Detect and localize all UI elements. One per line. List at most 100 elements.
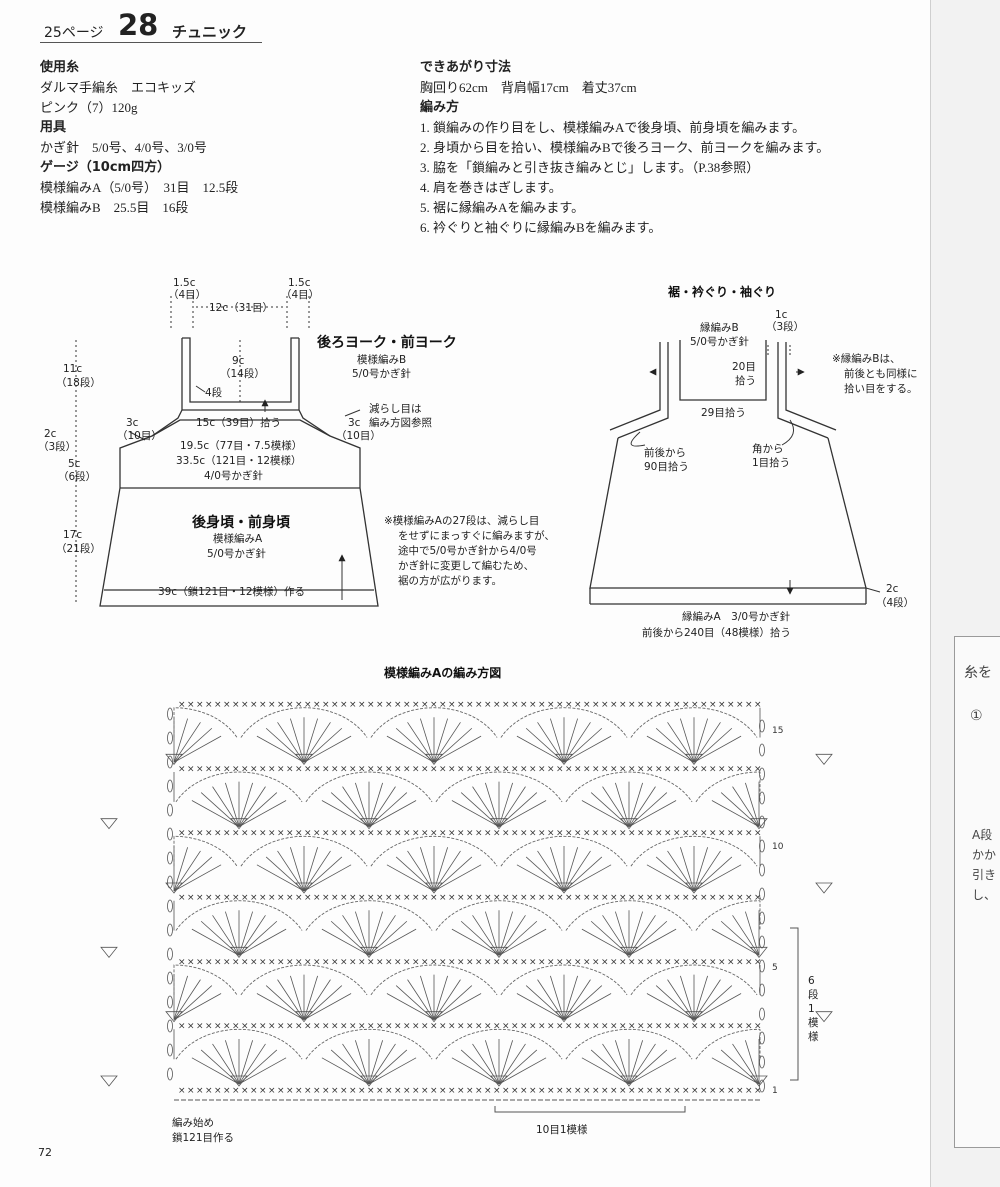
sc-stitch: ×: [385, 1022, 393, 1032]
sc-stitch: ×: [718, 957, 726, 967]
sc-stitch: ×: [421, 829, 429, 839]
sc-stitch: ×: [592, 829, 600, 839]
sc-stitch: ×: [529, 1086, 537, 1096]
sc-stitch: ×: [232, 700, 240, 710]
dc-stitch: [498, 911, 514, 956]
sc-stitch: ×: [286, 764, 294, 774]
sc-stitch: ×: [673, 957, 681, 967]
sc-stitch: ×: [628, 1086, 636, 1096]
sc-stitch: ×: [187, 829, 195, 839]
sc-stitch: ×: [547, 957, 555, 967]
sc-stitch: ×: [304, 829, 312, 839]
sc-stitch: ×: [709, 957, 717, 967]
sc-stitch: ×: [448, 1086, 456, 1096]
sc-stitch: ×: [439, 893, 447, 903]
yarn-line-1: ダルマ手編糸 エコキッズ: [40, 80, 197, 95]
chain-arc: [240, 835, 368, 867]
dim-armhole-left-rows: （10目）: [117, 430, 162, 442]
sc-stitch: ×: [655, 1086, 663, 1096]
sc-stitch: ×: [610, 700, 618, 710]
sc-stitch: ×: [457, 1086, 465, 1096]
sc-stitch: ×: [547, 1086, 555, 1096]
sc-stitch: ×: [574, 700, 582, 710]
dc-stitch: [368, 911, 384, 956]
dc-stitch: [433, 993, 482, 1021]
dc-stitch: [289, 847, 305, 892]
sc-stitch: ×: [475, 893, 483, 903]
sc-stitch: ×: [232, 829, 240, 839]
edge-chain: [167, 755, 173, 769]
sc-stitch: ×: [628, 893, 636, 903]
sc-stitch: ×: [556, 1086, 564, 1096]
sc-stitch: ×: [637, 893, 645, 903]
sc-stitch: ×: [754, 829, 762, 839]
sc-stitch: ×: [646, 829, 654, 839]
sc-stitch: ×: [574, 829, 582, 839]
sc-stitch: ×: [187, 893, 195, 903]
sc-stitch: ×: [178, 893, 186, 903]
sc-stitch: ×: [610, 1086, 618, 1096]
sc-stitch: ×: [457, 700, 465, 710]
dc-stitch: [212, 915, 240, 956]
sc-stitch: ×: [682, 1086, 690, 1096]
dc-stitch: [451, 1057, 500, 1085]
sc-stitch: ×: [241, 1022, 249, 1032]
sc-stitch: ×: [493, 957, 501, 967]
edge-chain: [759, 815, 765, 829]
decrease-mark: [425, 882, 443, 894]
note-line-1: ※模様編みAの27段は、減らし目: [384, 514, 539, 527]
edge-chain: [759, 1079, 765, 1093]
sc-stitch: ×: [205, 893, 213, 903]
dc-stitch: [368, 1057, 417, 1085]
sc-stitch: ×: [250, 893, 258, 903]
dc-stitch: [679, 975, 695, 1020]
sc-stitch: ×: [619, 1022, 627, 1032]
note-line-5: 裾の方が広がります。: [398, 574, 502, 587]
decrease-mark: [685, 1011, 703, 1023]
edge-title: 裾・衿ぐり・袖ぐり: [668, 284, 776, 299]
chart-title: 模様編みAの編み方図: [384, 665, 501, 680]
sc-stitch: ×: [700, 893, 708, 903]
sc-stitch: ×: [385, 829, 393, 839]
dc-stitch: [451, 928, 500, 956]
dc-stitch: [407, 722, 435, 763]
repeat-v-1: 6: [808, 975, 815, 987]
dim-5c: 5c: [68, 458, 81, 470]
sc-stitch: ×: [556, 1022, 564, 1032]
sc-stitch: ×: [376, 1022, 384, 1032]
decrease-mark: [815, 1011, 833, 1023]
sc-stitch: ×: [745, 957, 753, 967]
dc-stitch: [238, 915, 266, 956]
sc-stitch: ×: [538, 700, 546, 710]
sc-stitch: ×: [196, 829, 204, 839]
dc-stitch: [537, 722, 565, 763]
sc-stitch: ×: [205, 829, 213, 839]
sc-stitch: ×: [349, 764, 357, 774]
sc-stitch: ×: [448, 764, 456, 774]
sc-stitch: ×: [430, 957, 438, 967]
sc-stitch: ×: [511, 893, 519, 903]
sc-stitch: ×: [358, 893, 366, 903]
sc-stitch: ×: [655, 893, 663, 903]
dc-stitch: [549, 847, 565, 892]
dc-stitch: [693, 993, 742, 1021]
dim-2c: 2c: [44, 428, 57, 440]
sc-stitch: ×: [637, 829, 645, 839]
chain-arc: [305, 771, 433, 803]
dc-stitch: [342, 786, 370, 827]
sc-stitch: ×: [520, 1022, 528, 1032]
sc-stitch: ×: [709, 829, 717, 839]
dc-stitch: [472, 915, 500, 956]
dc-stitch: [173, 993, 222, 1021]
sc-stitch: ×: [376, 829, 384, 839]
dc-stitch: [711, 928, 760, 956]
sc-stitch: ×: [700, 957, 708, 967]
edge-note-1: ※縁編みBは、: [832, 352, 901, 365]
dc-stitch: [693, 718, 709, 763]
pick-240: 前後から240目（48模様）拾う: [642, 626, 791, 639]
sc-stitch: ×: [277, 829, 285, 839]
diagrams-canvas: 1.5c （4目） 1.5c （4目） 12c（31目） 後ろヨーク・前ヨーク …: [38, 277, 918, 1144]
sc-stitch: ×: [430, 700, 438, 710]
sc-stitch: ×: [493, 829, 501, 839]
dim-inner-height: 9c: [232, 355, 245, 367]
